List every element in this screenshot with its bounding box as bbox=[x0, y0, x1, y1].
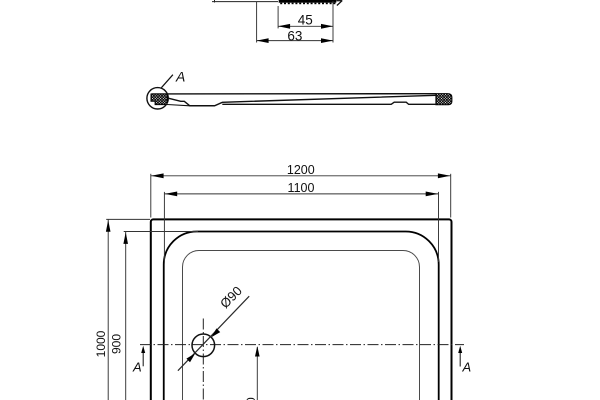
svg-text:1000: 1000 bbox=[94, 330, 108, 357]
svg-text:63: 63 bbox=[287, 28, 302, 43]
svg-text:45: 45 bbox=[298, 12, 313, 27]
svg-text:500: 500 bbox=[246, 397, 258, 400]
svg-text:1200: 1200 bbox=[287, 163, 315, 177]
svg-text:A: A bbox=[175, 69, 185, 85]
svg-text:A: A bbox=[132, 360, 142, 375]
svg-text:900: 900 bbox=[110, 334, 124, 354]
svg-text:1100: 1100 bbox=[288, 181, 315, 195]
svg-text:A: A bbox=[462, 360, 472, 375]
